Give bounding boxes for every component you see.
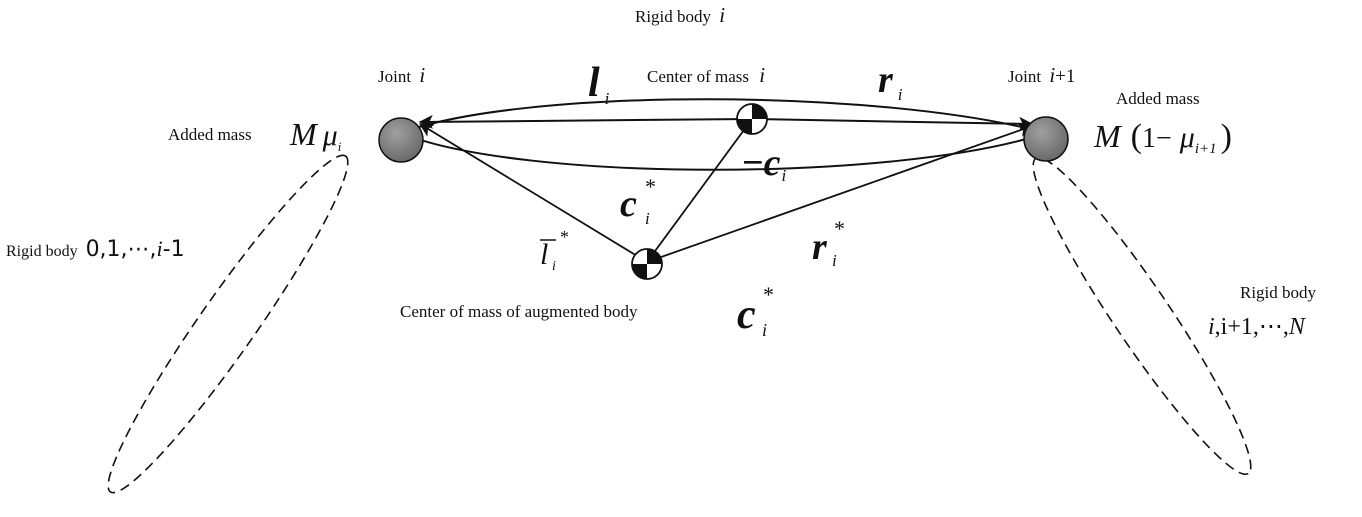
augmented-c-star-superscript: *	[763, 282, 774, 307]
svg-text:*: *	[560, 227, 569, 247]
c-star-symbol: c	[620, 183, 637, 225]
vector-c-star	[646, 118, 753, 263]
rigid-body-left-dashed-outline	[107, 154, 349, 494]
augmented-center-of-mass-icon	[631, 248, 663, 280]
c-star-subscript: i	[645, 209, 650, 228]
center-of-mass-i-icon	[736, 103, 768, 135]
r-star-superscript: *	[834, 216, 845, 241]
joint-i-label: Joint i	[378, 63, 425, 87]
r-i-symbol: r i	[878, 59, 903, 104]
svg-text:l: l	[540, 238, 548, 271]
r-star-subscript: i	[832, 251, 837, 270]
center-of-mass-i-label: Center of mass i	[647, 63, 765, 87]
vector-l-bar-star	[419, 123, 648, 263]
l-bar-star-symbol: l i *	[540, 227, 569, 274]
augmented-c-star-subscript: i	[762, 320, 767, 340]
joint-i-plus-1-mass	[1023, 116, 1069, 162]
joint-i-plus-1-label: Joint i+1	[1008, 63, 1075, 87]
rigid-body-right-range: i,i+1,⋯,N	[1208, 314, 1307, 340]
l-i-symbol: l i	[588, 60, 610, 108]
augmented-com-label: Center of mass of augmented body	[400, 302, 638, 321]
vector-r-i	[751, 116, 1034, 131]
c-star-superscript: *	[645, 174, 656, 199]
added-mass-left-formula: M μi	[289, 116, 342, 154]
vector-l-i	[418, 114, 753, 129]
neg-c-i-symbol: −ci	[742, 142, 787, 185]
svg-text:i: i	[552, 259, 556, 274]
r-star-symbol: r	[812, 226, 828, 268]
augmented-c-star-symbol: c	[737, 292, 756, 338]
added-mass-right-label: Added mass	[1116, 89, 1200, 108]
vector-r-star	[646, 123, 1034, 263]
added-mass-right-formula: M (1− μi+1)	[1093, 118, 1232, 157]
rigid-body-left-label: Rigid body 0,1,⋯,i-1	[6, 236, 185, 262]
joint-i-mass	[378, 117, 424, 163]
added-mass-left-label: Added mass	[168, 125, 252, 144]
rigid-body-i-label: Rigid body i	[635, 3, 725, 27]
rigid-body-right-title: Rigid body	[1240, 283, 1317, 302]
